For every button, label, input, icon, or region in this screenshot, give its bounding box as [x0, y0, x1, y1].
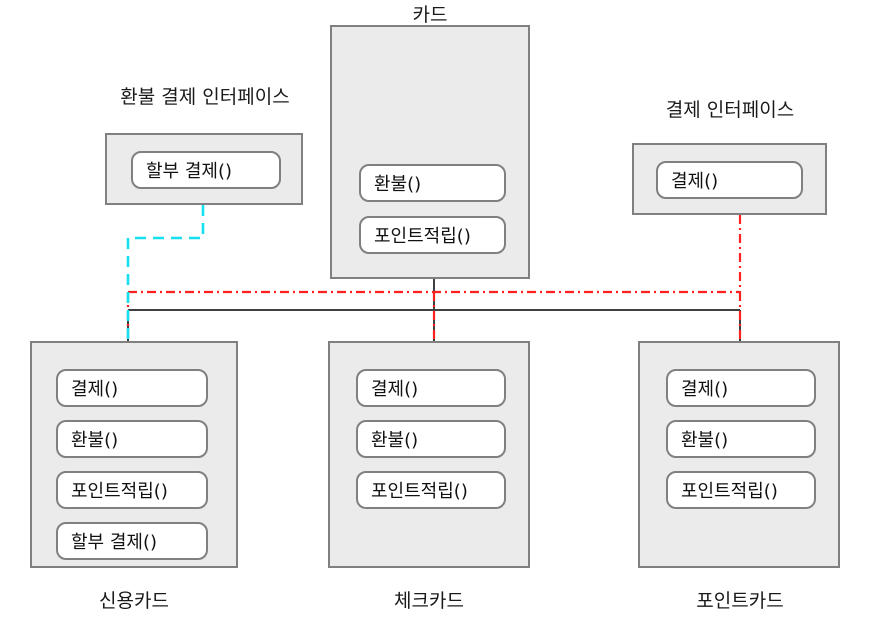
refund-payment-interface-title: 환불 결제 인터페이스 [120, 86, 290, 108]
card-class-box[interactable]: 환불() 포인트적립() [330, 25, 530, 279]
check-card-method-pointjeokrip[interactable]: 포인트적립() [356, 471, 506, 509]
check-card-class-box[interactable]: 결제() 환불() 포인트적립() [328, 341, 530, 568]
credit-card-class-title: 신용카드 [99, 590, 169, 612]
credit-card-method-pointjeokrip[interactable]: 포인트적립() [56, 471, 208, 509]
card-class-title: 카드 [412, 4, 448, 26]
card-method-hwanbul[interactable]: 환불() [359, 164, 506, 202]
credit-card-class-box[interactable]: 결제() 환불() 포인트적립() 할부 결제() [30, 341, 238, 568]
card-method-pointjeokrip[interactable]: 포인트적립() [359, 216, 506, 254]
point-card-method-pointjeokrip[interactable]: 포인트적립() [666, 471, 816, 509]
method-gyeolje[interactable]: 결제() [656, 161, 803, 199]
inheritance-edges [127, 279, 741, 341]
method-halbu-gyeolje[interactable]: 할부 결제() [131, 151, 281, 189]
check-card-method-gyeolje[interactable]: 결제() [356, 369, 506, 407]
payment-interface-title: 결제 인터페이스 [665, 99, 795, 121]
point-card-class-box[interactable]: 결제() 환불() 포인트적립() [638, 341, 840, 568]
point-card-method-hwanbul[interactable]: 환불() [666, 420, 816, 458]
credit-card-method-hwanbul[interactable]: 환불() [56, 420, 208, 458]
check-card-class-title: 체크카드 [394, 590, 464, 612]
credit-card-method-halbu-gyeolje[interactable]: 할부 결제() [56, 522, 208, 560]
point-card-class-title: 포인트카드 [696, 590, 784, 612]
refund-payment-interface-box[interactable]: 할부 결제() [105, 133, 303, 205]
point-card-method-gyeolje[interactable]: 결제() [666, 369, 816, 407]
credit-card-method-gyeolje[interactable]: 결제() [56, 369, 208, 407]
payment-interface-box[interactable]: 결제() [632, 143, 827, 215]
check-card-method-hwanbul[interactable]: 환불() [356, 420, 506, 458]
refund-interface-realization-edge [126, 205, 205, 341]
